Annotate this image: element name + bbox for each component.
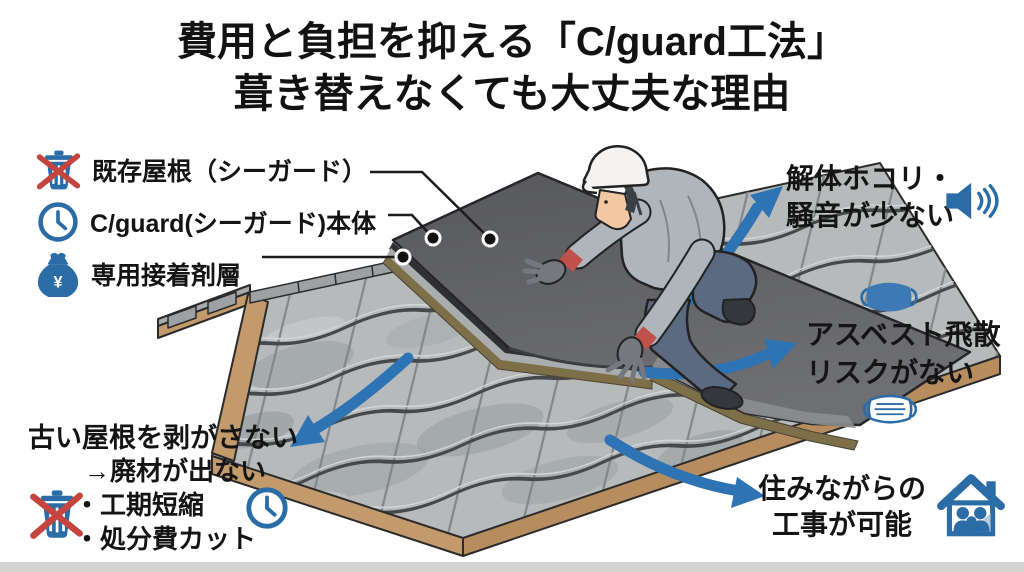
clock-icon [246, 487, 288, 529]
dust-line-2: 騒音が少ない [786, 200, 955, 231]
nostrip-line-2: →廃材が出ない [84, 456, 267, 486]
callout-asbestos: アスベスト飛散 リスクがない [806, 280, 1021, 427]
trash-x-icon [30, 490, 83, 539]
callout-living: 住みながらの 工事が可能 [758, 470, 1018, 544]
house-family-icon [937, 474, 1005, 537]
cguard-body-dot [424, 229, 442, 247]
svg-text:¥: ¥ [53, 273, 62, 291]
callout-dust-noise: 解体ホコリ・ 騒音が少ない [786, 160, 1024, 234]
bottom-band [0, 562, 1024, 572]
nostrip-line-3: ・工期短縮 [74, 490, 205, 520]
worker-shoe [700, 386, 744, 410]
legend-label-adhesive: 専用接着剤層 [91, 262, 242, 290]
legend-item-existing-roof: 既存屋根（シーガード） [34, 144, 434, 196]
asbestos-line-1: アスベスト飛散 [806, 319, 1001, 350]
worker-helmet-brim [581, 180, 598, 195]
worker-glove-right [605, 336, 647, 383]
speaker-icon [946, 182, 999, 220]
legend-item-cguard-body: C/guard(シーガード)本体 [34, 196, 434, 248]
worker-helmet [582, 145, 650, 190]
living-line-1: 住みながらの [758, 473, 927, 504]
living-line-2: 工事が可能 [772, 509, 913, 540]
title-line-2: 葺き替えなくても大丈夫な理由 [233, 72, 791, 116]
leader-existing-roof [370, 170, 491, 240]
title-line-1: 費用と負担を抑える「C/guard工法」 [177, 20, 847, 64]
dust-line-1: 解体ホコリ・ [786, 163, 955, 194]
money-bag-icon: ¥ [37, 252, 79, 297]
callout-no-strip: 古い屋根を剥がさない →廃材が出ない ・工期短縮 ・処分費カット [28, 422, 338, 556]
legend-label-cguard-body: C/guard(シーガード)本体 [90, 210, 377, 238]
legend-label-existing-roof: 既存屋根（シーガード） [92, 158, 368, 186]
worker-glove-left [522, 258, 567, 285]
leader-lines [262, 170, 491, 259]
family-silhouette [953, 507, 990, 532]
trash-x-icon [36, 150, 81, 190]
leader-cguard-body [388, 213, 434, 239]
adhesive-layer-dot [394, 248, 412, 266]
existing-roof-dot [481, 230, 499, 248]
asbestos-line-2: リスクがない [806, 357, 975, 388]
page-title: 費用と負担を抑える「C/guard工法」 葺き替えなくても大丈夫な理由 [0, 16, 1024, 120]
mask-icon [860, 282, 918, 312]
nostrip-line-1: 古い屋根を剥がさない [28, 423, 298, 453]
nostrip-line-4: ・処分費カット [74, 524, 257, 554]
worker-face [594, 189, 632, 231]
leader-dots [394, 229, 499, 266]
layer-legend: 既存屋根（シーガード） C/guard(シーガード)本体 ¥ 専用接着剤層 [34, 144, 434, 300]
legend-item-adhesive: ¥ 専用接着剤層 [34, 248, 434, 300]
clock-icon [38, 202, 78, 242]
worker-shoe-2 [721, 298, 756, 326]
arrow-to-living [604, 434, 765, 508]
arrow-to-no-strip [290, 352, 414, 447]
worker [522, 145, 758, 410]
worker-chinstrap [632, 191, 643, 216]
mask-outline-icon [862, 394, 918, 424]
